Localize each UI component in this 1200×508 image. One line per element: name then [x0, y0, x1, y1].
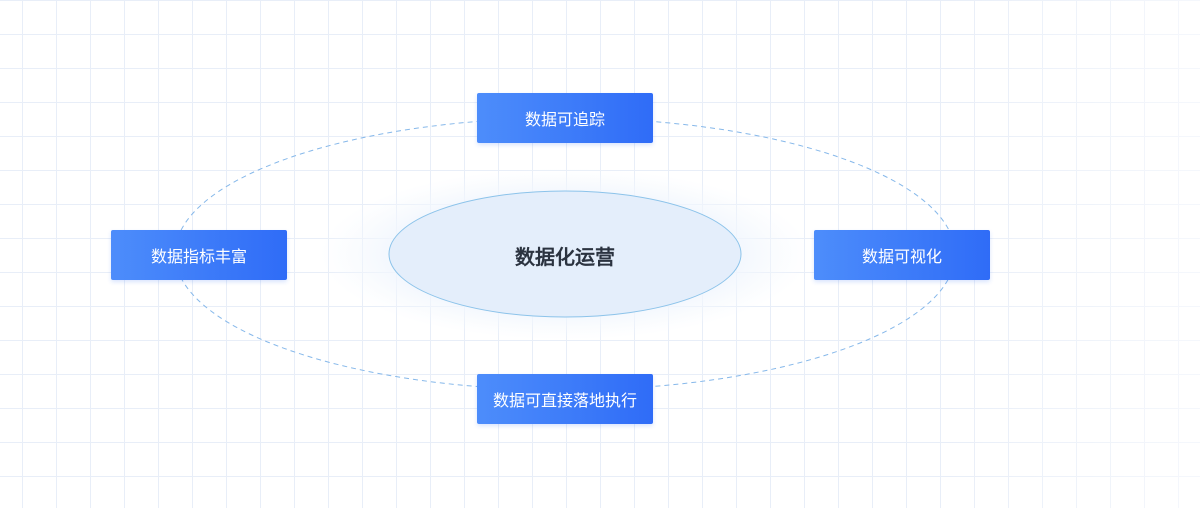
- center-label: 数据化运营: [515, 244, 615, 269]
- center-ellipse: [388, 190, 742, 318]
- node-actionable-data: 数据可直接落地执行: [477, 374, 653, 424]
- node-rich-metrics: 数据指标丰富: [111, 230, 287, 280]
- node-data-traceable: 数据可追踪: [477, 93, 653, 143]
- node-data-visualization: 数据可视化: [814, 230, 990, 280]
